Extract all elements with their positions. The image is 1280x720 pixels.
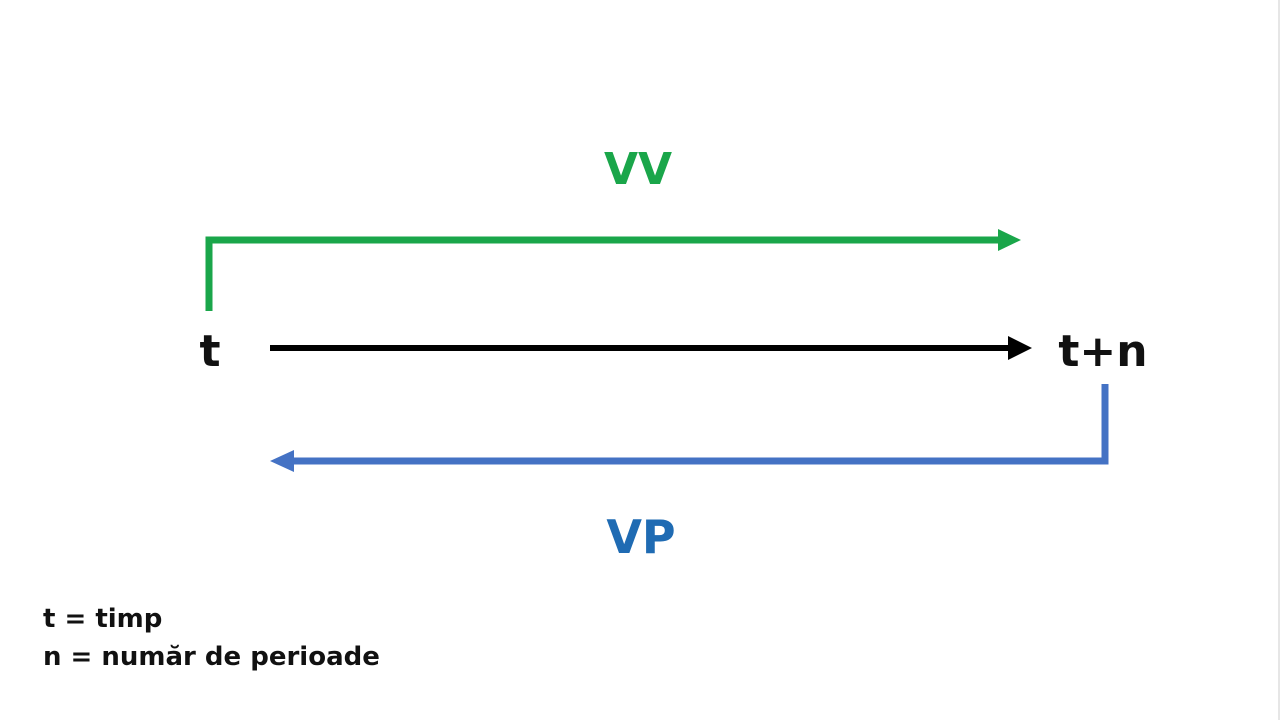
legend-periods: n = număr de perioade — [43, 642, 380, 672]
present-value-label: VP — [606, 510, 675, 564]
start-time-label: t — [199, 326, 220, 377]
present-value-arrow-line — [290, 384, 1109, 465]
future-value-arrowhead — [998, 229, 1021, 251]
timeline-arrowhead — [1008, 336, 1032, 360]
present-value-arrowhead — [270, 450, 294, 472]
end-time-label: t+n — [1058, 326, 1147, 377]
slide-edge-divider — [1278, 0, 1280, 720]
future-value-arrow-line — [205, 236, 1000, 311]
legend: t = timp n = număr de perioade — [43, 600, 380, 676]
legend-time: t = timp — [43, 604, 163, 634]
future-value-label: VV — [604, 144, 672, 195]
